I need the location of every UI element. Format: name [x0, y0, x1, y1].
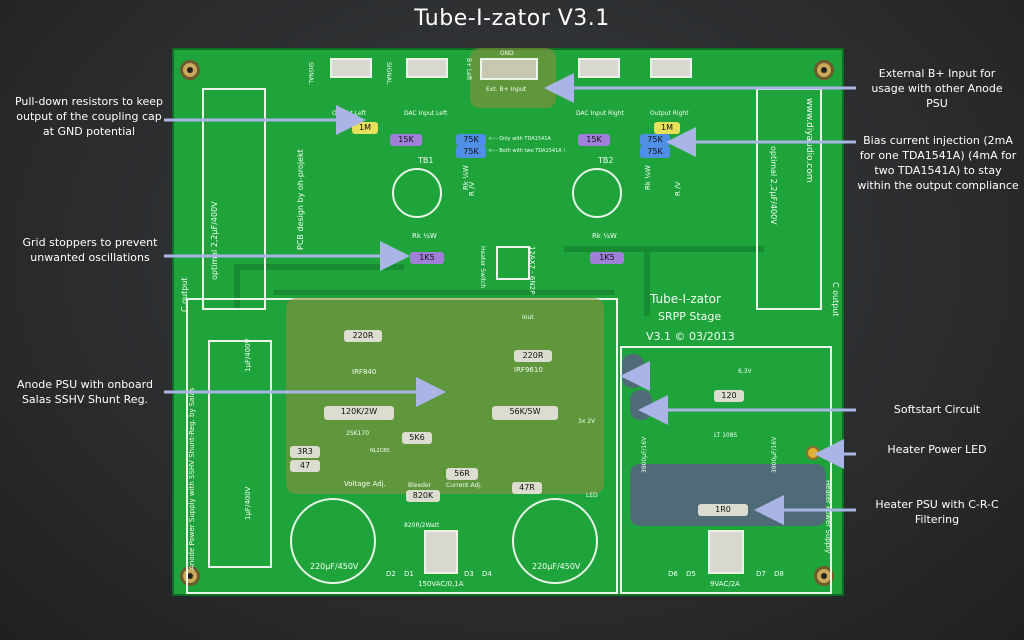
d6-label: D6 [668, 570, 678, 578]
resistor-120k: 120K/2W [324, 406, 394, 420]
irf9610-label: IRF9610 [514, 366, 543, 374]
d3-label: D3 [464, 570, 474, 578]
connector-ext-b [480, 58, 538, 80]
annotation-softstart: Softstart Circuit [893, 403, 981, 416]
cap-220uf-1 [290, 498, 376, 584]
resistor-1r0: 1R0 [698, 504, 748, 516]
annotation-pulldown: Pull-down resistors to keep output of th… [14, 95, 164, 138]
mount-hole-icon [180, 566, 200, 586]
tube-socket-tb1 [392, 168, 442, 218]
both-with-label: <--- Both with two TDA1541A ! [488, 148, 566, 154]
gnd-label: GND [500, 50, 514, 57]
resistor-47r: 47R [512, 482, 542, 494]
resistor-75k-2: 75K [456, 146, 486, 158]
rk-label-3: Rk ¼W [412, 232, 437, 240]
tb1-label: TB1 [418, 156, 434, 165]
cap-1uf-area [208, 340, 272, 568]
resistor-120: 120 [714, 390, 744, 402]
nl-label: NL2CBS [370, 448, 390, 454]
resistor-75k-1: 75K [456, 134, 486, 146]
lt1085-label: LT 1085 [714, 432, 738, 439]
resistor-1k5-2: 1K5 [590, 252, 624, 264]
connector-dac-right [578, 58, 620, 78]
resistor-15k-1: 15K [390, 134, 422, 146]
dac-left-label: DAC Input Left [404, 110, 448, 117]
annotation-external-b-input: External B+ Input for usage with other A… [871, 67, 1003, 110]
led-small-label: LED [586, 492, 598, 499]
resistor-220r-1: 220R [344, 330, 382, 342]
d4-label: D4 [482, 570, 492, 578]
stage-title: Tube-I-zator [650, 292, 721, 306]
v63-label: 6,3V [738, 368, 752, 375]
annotation-heater-led: Heater Power LED [887, 443, 987, 456]
annotation-anode-psu: Anode PSU with onboard Salas SSHV Shunt … [17, 378, 153, 406]
stage-version: V3.1 © 03/2013 [646, 330, 735, 343]
connector-150vac [424, 530, 458, 574]
output-right-label: Output Right [650, 110, 689, 117]
resistor-75k-3: 75K [640, 134, 670, 146]
d8-label: D8 [774, 570, 784, 578]
only-with-label: <--- Only with TDA1541A [488, 136, 551, 142]
connector-output-right [650, 58, 692, 78]
coupling-cap-left [202, 88, 266, 310]
ac-150-label: 150VAC/0,1A [418, 580, 464, 588]
zener-label: 3x 2V [578, 418, 596, 425]
resistor-75k-4: 75K [640, 146, 670, 158]
resistor-820r-label: 820R/2Watt [404, 522, 440, 529]
tb2-label: TB2 [598, 156, 614, 165]
mount-hole-icon [814, 566, 834, 586]
bleeder-label: Bleeder [408, 482, 432, 489]
connector-output-left [330, 58, 372, 78]
voltage-adj-label: Voltage Adj. [344, 480, 386, 488]
annotation-bias-current: Bias current injection (2mA for one TDA1… [857, 134, 1019, 192]
resistor-3r3: 3R3 [290, 446, 320, 458]
d2-label: D2 [386, 570, 396, 578]
irf840-label: IRF840 [352, 368, 377, 376]
resistor-5k6: 5K6 [402, 432, 432, 444]
resistor-56k: 56K/5W [492, 406, 558, 420]
resistor-56r: 56R [446, 468, 478, 480]
jfet-label: 2SK170 [346, 430, 370, 437]
rk-label-4: Rk ¼W [592, 232, 617, 240]
connector-dac-left [406, 58, 448, 78]
d1-label: D1 [404, 570, 414, 578]
resistor-47: 47 [290, 460, 320, 472]
heater-switch[interactable] [496, 246, 530, 280]
resistor-1k5-1: 1K5 [410, 252, 444, 264]
annotation-heater-psu: Heater PSU with C-R-C Filtering [875, 498, 999, 526]
stage-subtitle: SRPP Stage [658, 310, 722, 323]
dac-right-label: DAC Input Right [576, 110, 624, 117]
ext-b-label: Ext. B+ Input [486, 86, 527, 93]
resistor-820k: 820K [406, 490, 440, 502]
iout-label: Iout [522, 314, 534, 321]
cap-220uf-label-1: 220µF/450V [310, 562, 359, 571]
cap-220uf-label-2: 220µF/450V [532, 562, 581, 571]
d7-label: D7 [756, 570, 766, 578]
heater-psu-outline [620, 346, 832, 594]
ac-9-label: 9VAC/2A [710, 580, 740, 588]
current-adj-label: Current Adj. [446, 482, 482, 489]
annotation-grid-stoppers: Grid stoppers to prevent unwanted oscill… [22, 236, 158, 264]
mount-hole-icon [814, 60, 834, 80]
resistor-220r-2: 220R [514, 350, 552, 362]
tube-socket-tb2 [572, 168, 622, 218]
page-title: Tube-I-zator V3.1 [414, 6, 610, 31]
mount-hole-icon [180, 60, 200, 80]
d5-label: D5 [686, 570, 696, 578]
resistor-15k-2: 15K [578, 134, 610, 146]
connector-9vac [708, 530, 744, 574]
cap-220uf-2 [512, 498, 598, 584]
